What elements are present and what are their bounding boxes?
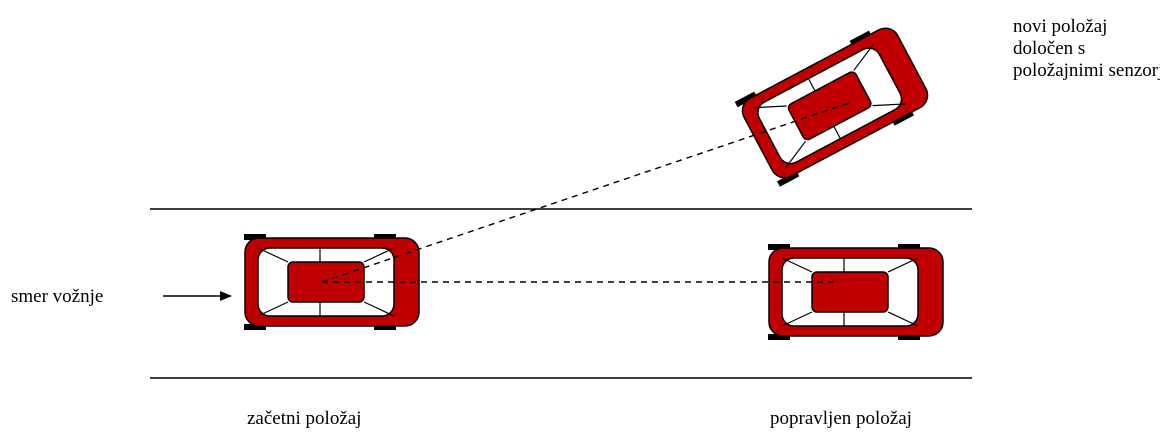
new-position-label-line-3: položajnimi senzorji	[1013, 60, 1160, 81]
car-corrected	[767, 243, 944, 341]
new-position-label-line-1: novi položaj	[1013, 16, 1108, 37]
start-position-label: začetni položaj	[247, 408, 362, 429]
new-position-label: novi položaj določen s položajnimi senzo…	[1013, 16, 1160, 82]
trajectory-new	[321, 101, 853, 283]
new-position-label-line-2: določen s	[1013, 38, 1086, 59]
car-new-position	[734, 19, 936, 188]
corrected-position-label: popravljen položaj	[770, 408, 912, 429]
direction-label: smer vožnje	[11, 286, 104, 307]
